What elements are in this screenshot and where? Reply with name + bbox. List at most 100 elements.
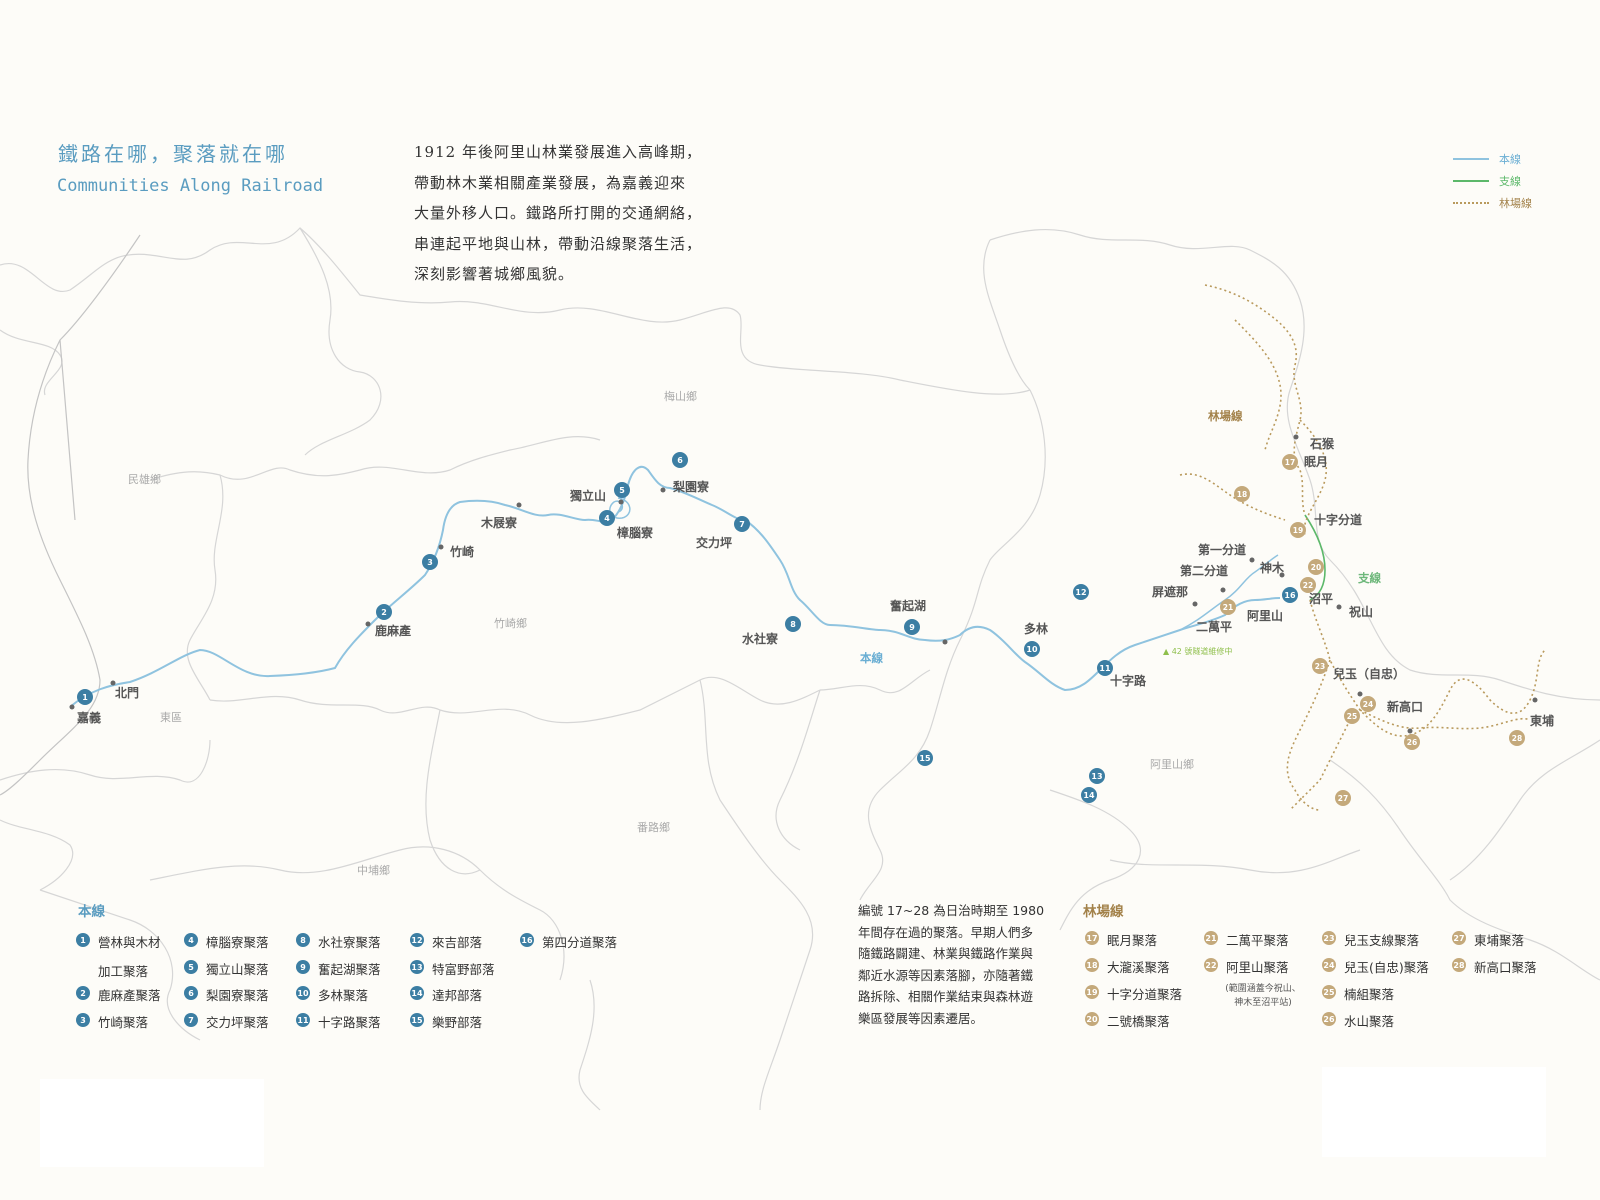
station-label: 石猴: [1309, 436, 1335, 451]
svg-text:14: 14: [1083, 791, 1095, 800]
legend-label: 支線: [1499, 175, 1521, 188]
note-line: 樂區發展等因素遷居。: [858, 1010, 984, 1026]
station-label: 木屐寮: [480, 515, 518, 530]
station-label: 祝山: [1349, 604, 1373, 619]
station-label: 眠月: [1304, 455, 1328, 469]
map-badge: 17: [1282, 454, 1298, 470]
map-badge: 16: [1282, 587, 1298, 603]
forest-line-label: 林場線: [1208, 409, 1243, 423]
svg-text:19: 19: [1293, 526, 1303, 535]
main-line-swatch: [1453, 158, 1489, 160]
station-label: 水社寮: [742, 631, 779, 646]
map-badge: 7: [734, 516, 750, 532]
map-badge: 20: [1308, 559, 1324, 575]
map-badge: 27: [1335, 790, 1351, 806]
title-en: Communities Along Railroad: [57, 176, 324, 196]
map-badge: 23: [1312, 658, 1328, 674]
map-badge: 24: [1360, 696, 1376, 712]
main-line-legend-title: 本線: [78, 904, 105, 920]
station-label: 梨園寮: [672, 479, 710, 494]
western-rail: [0, 234, 141, 796]
svg-text:13: 13: [1091, 772, 1102, 781]
station-label: 新高口: [1387, 699, 1423, 714]
svg-text:10: 10: [1026, 645, 1038, 654]
svg-text:16: 16: [1284, 591, 1296, 600]
svg-text:8: 8: [790, 620, 796, 629]
map-badge: 25: [1344, 708, 1360, 724]
legend-main-line: 本線: [1453, 148, 1532, 170]
intro-line: 1912 年後阿里山林業發展進入高峰期，: [414, 143, 702, 161]
station-label: 十字分道: [1314, 512, 1362, 527]
legend-label: 林場線: [1499, 197, 1532, 210]
map-badge: 9: [904, 619, 920, 635]
legend-label: 本線: [1499, 153, 1521, 166]
map-badge: 14: [1081, 787, 1097, 803]
map-badge: 10: [1024, 641, 1040, 657]
station-label: 東埔: [1530, 713, 1554, 728]
svg-text:28: 28: [1512, 734, 1522, 743]
intro-line: 大量外移人口。鐵路所打開的交通網絡，: [414, 204, 703, 222]
map-badge: 5: [614, 482, 630, 498]
note-line: 年間存在過的聚落。早期人們多: [858, 924, 1034, 940]
region-label: 中埔鄉: [357, 864, 390, 877]
note-line: 鄰近水源等因素落腳，亦隨著鐵: [858, 967, 1034, 983]
svg-text:9: 9: [909, 623, 915, 632]
station-label: 鹿麻產: [375, 623, 411, 638]
station-label: 十字路: [1110, 673, 1147, 688]
note-line: 隨鐵路闢建、林業與鐵路作業與: [858, 946, 1034, 961]
map-badge: 21: [1220, 599, 1236, 615]
map-badge: 3: [422, 554, 438, 570]
svg-text:18: 18: [1237, 490, 1247, 499]
svg-text:22: 22: [1303, 581, 1313, 590]
title-zh: 鐵路在哪，聚落就在哪: [58, 142, 288, 166]
legend-branch-line: 支線: [1453, 170, 1532, 192]
region-labels: 梅山鄉 民雄鄉 竹崎鄉 東區 番路鄉 中埔鄉 阿里山鄉: [128, 389, 1194, 877]
svg-text:15: 15: [919, 754, 931, 763]
station-label: 神木: [1260, 560, 1285, 575]
sub-note-line: (範圍涵蓋今祝山、: [1225, 984, 1301, 994]
map-badge: 6: [672, 452, 688, 468]
svg-text:25: 25: [1347, 712, 1357, 721]
line-labels: 本線 支線 林場線 ▲ 42 號隧道維修中: [860, 409, 1381, 665]
svg-text:27: 27: [1338, 794, 1348, 803]
region-label: 東區: [160, 711, 182, 724]
station-labels: 嘉義 北門 鹿麻產 竹崎 木屐寮 獨立山 樟腦寮 梨園寮 交力坪 水社寮 奮起湖…: [76, 436, 1554, 728]
map-badge: 28: [1509, 730, 1525, 746]
svg-text:21: 21: [1223, 603, 1233, 612]
region-label: 竹崎鄉: [494, 616, 527, 630]
main-line: [69, 465, 1281, 708]
branch-upper: [1179, 554, 1279, 631]
forest-line-swatch: [1453, 202, 1489, 204]
region-label: 民雄鄉: [128, 472, 161, 486]
station-label: 竹崎: [449, 544, 474, 559]
svg-text:20: 20: [1311, 563, 1321, 572]
main-line-label: 本線: [860, 651, 883, 665]
svg-text:26: 26: [1407, 738, 1417, 747]
intro-line: 串連起平地與山林，帶動沿線聚落生活，: [414, 234, 703, 253]
station-label: 北門: [115, 685, 139, 700]
region-label: 梅山鄉: [664, 389, 697, 403]
map-badge: 8: [785, 616, 801, 632]
map-badge: 22: [1300, 577, 1316, 593]
intro-line: 帶動林木業相關產業發展，為嘉義迎來: [414, 173, 687, 192]
station-dots: [69, 434, 1538, 734]
map-badge: 12: [1073, 584, 1089, 600]
map-badges-main: 1 2 3 4 5 6 7 8 9 10 11 12 13 14 15 16: [77, 452, 1298, 803]
map-badge: 2: [376, 604, 392, 620]
